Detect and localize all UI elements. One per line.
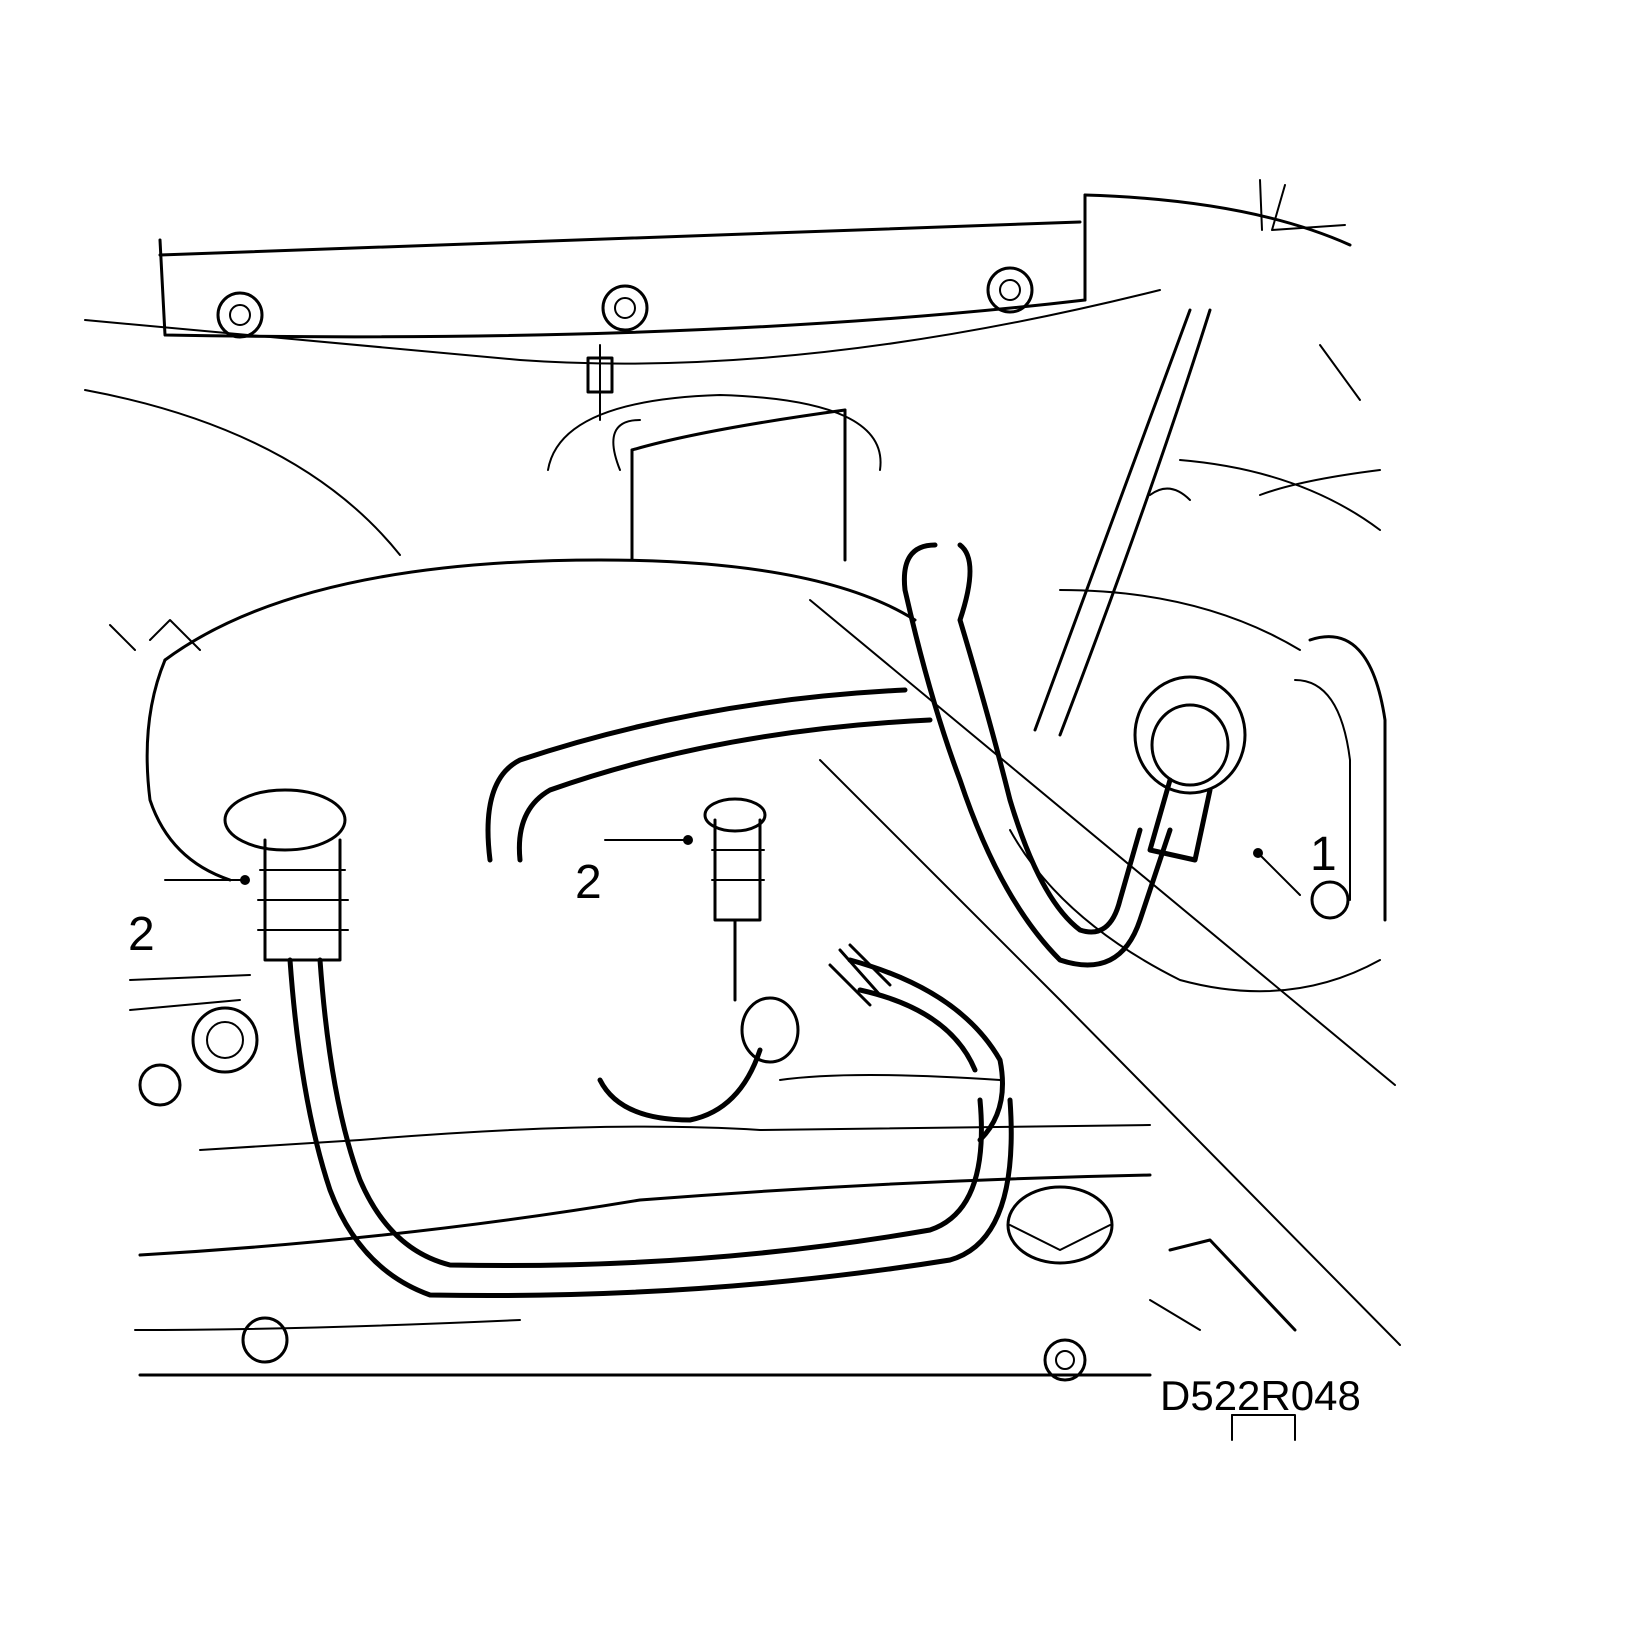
housing-bolt	[1310, 880, 1350, 920]
intake-duct	[547, 394, 882, 562]
wire-clip	[586, 344, 614, 421]
callout-label-1: 1	[1310, 828, 1337, 881]
vacuum-hose-secondary	[597, 943, 1005, 1143]
right-lower-bracket	[1149, 1238, 1297, 1332]
lower-bolt-left	[191, 1006, 259, 1074]
panel-bolt-left	[216, 291, 264, 339]
figure-code: D522R048	[1160, 1372, 1361, 1419]
lower-bolt-bottom	[1043, 1338, 1087, 1382]
callout-label-2-left: 2	[128, 908, 155, 961]
grommet-connector-1	[1133, 675, 1247, 863]
wiring-harness	[1033, 308, 1381, 737]
panel-bolt-right	[986, 266, 1034, 314]
lower-bolt-small	[138, 1063, 182, 1107]
lower-bolt-bottom-left	[241, 1316, 289, 1364]
vacuum-hose-main	[485, 542, 1173, 968]
leader-lines	[164, 835, 1301, 1441]
callout-label-2-center: 2	[575, 856, 602, 909]
oil-filler-cap	[1006, 1185, 1114, 1265]
upper-panel	[84, 179, 1352, 556]
diagonal-bar	[809, 599, 1401, 1346]
hose-connector-left	[223, 788, 1014, 1299]
panel-bolt-center	[601, 284, 649, 332]
right-housing	[1009, 589, 1387, 993]
hose-connector-center	[703, 797, 800, 1064]
lower-engine	[129, 974, 1152, 1377]
air-box	[109, 558, 917, 882]
